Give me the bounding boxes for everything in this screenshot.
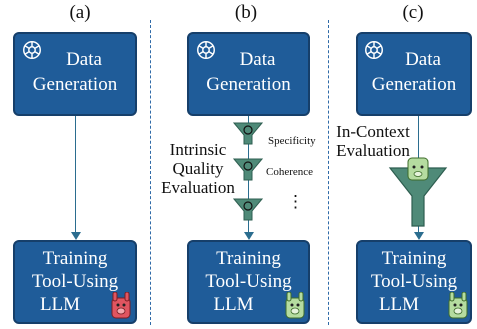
funnel-icon: [233, 122, 263, 145]
data-generation-line1: Data: [239, 49, 276, 70]
funnel-icon: [388, 157, 448, 227]
data-generation-box-b: Data Generation: [187, 32, 310, 116]
training-line2: Tool-Using: [370, 271, 458, 292]
funnel-icon: [233, 158, 263, 181]
training-line2: Tool-Using: [205, 271, 292, 292]
side-label-line: Intrinsic: [169, 140, 227, 159]
training-line3: LLM: [39, 294, 81, 315]
data-generation-box-a: Data Generation: [13, 32, 137, 116]
filter-label-coherence: Coherence: [266, 166, 314, 178]
side-label-line: Evaluation: [336, 141, 410, 160]
funnel-icon: [233, 198, 263, 221]
filter-label-specificity: Specificity: [268, 135, 316, 147]
training-line1: Training: [42, 248, 108, 269]
panel-label-a: (a): [69, 2, 91, 23]
side-label-line: Evaluation: [161, 178, 235, 197]
openai-logo-icon: [23, 41, 41, 59]
data-generation-line2: Generation: [371, 74, 457, 95]
intrinsic-quality-evaluation-label: Intrinsic Quality Evaluation: [160, 140, 236, 197]
training-line2: Tool-Using: [31, 271, 119, 292]
side-label-line: In-Context: [336, 122, 410, 141]
training-line1: Training: [381, 248, 447, 269]
arrow-head-a: [71, 232, 81, 240]
training-box-c: Training Tool-Using LLM: [356, 240, 472, 324]
training-box-b: Training Tool-Using LLM: [187, 240, 310, 324]
divider-right: [328, 20, 329, 325]
arrow-head-b: [244, 232, 254, 240]
data-generation-line1: Data: [66, 49, 102, 70]
openai-logo-icon: [365, 41, 383, 59]
llama-icon: [111, 292, 131, 319]
divider-left: [150, 20, 151, 325]
llama-icon: [285, 292, 305, 319]
data-generation-line2: Generation: [32, 74, 118, 95]
arrow-head-c: [414, 232, 424, 240]
llama-icon: [448, 292, 468, 319]
training-line1: Training: [216, 248, 281, 269]
training-line3: LLM: [378, 294, 420, 315]
data-generation-line2: Generation: [206, 74, 291, 95]
arrow-line-a: [75, 116, 76, 234]
side-label-line: Quality: [172, 159, 224, 178]
panel-label-c: (c): [402, 2, 424, 23]
filter-label-ellipsis: ⋮: [287, 192, 304, 211]
in-context-evaluation-label: In-Context Evaluation: [332, 122, 414, 160]
data-generation-box-c: Data Generation: [356, 32, 472, 116]
data-generation-line1: Data: [405, 49, 441, 70]
panel-label-b: (b): [234, 2, 258, 23]
training-box-a: Training Tool-Using LLM: [13, 240, 137, 324]
openai-logo-icon: [197, 41, 215, 59]
training-line3: LLM: [213, 294, 254, 315]
